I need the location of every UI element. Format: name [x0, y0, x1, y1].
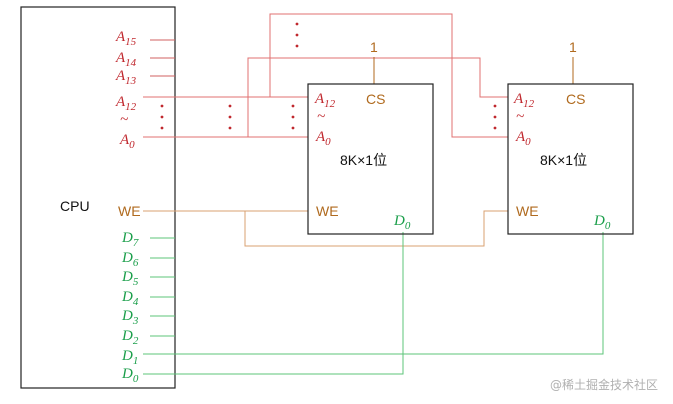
chip-1-capacity: 8K×1位: [340, 152, 387, 168]
data-bus: [143, 232, 604, 375]
cpu-pin-d6: D6: [121, 250, 139, 269]
cpu-pin-a15: A15: [115, 29, 137, 48]
cpu-pin-d4: D4: [121, 289, 139, 308]
chip-1-body: [307, 83, 434, 235]
cpu-pin-d3: D3: [121, 308, 139, 327]
chip-2-cs-value: 1: [569, 39, 577, 55]
cpu-pin-d0: D0: [121, 366, 139, 385]
cpu-label: CPU: [60, 198, 90, 214]
chip-2-we-label: WE: [516, 203, 539, 219]
cpu-pin-d2: D2: [121, 328, 139, 347]
cpu-pin-a14: A14: [115, 50, 137, 69]
chip-2-body: [507, 83, 634, 235]
chip-1-cs-value: 1: [370, 39, 378, 55]
cpu-data-stubs: [150, 237, 175, 337]
we-bus: [143, 210, 508, 247]
memory-chip-1: 1 CS A12 ~ A0 8K×1位 WE D0: [307, 39, 434, 235]
address-bus: [143, 13, 508, 138]
cpu-address-stubs: [150, 39, 175, 77]
address-ellipsis-dots: [160, 22, 497, 130]
cpu-pin-d1: D1: [121, 348, 138, 367]
cpu-pin-a0: A0: [119, 132, 135, 151]
chip-2-tilde: ~: [516, 109, 524, 125]
cpu-pin-a12: A12: [115, 94, 137, 113]
cpu-pin-we: WE: [118, 203, 141, 219]
cpu-pin-d7: D7: [121, 230, 139, 249]
chip-1-data-out: D0: [393, 213, 411, 232]
chip-2-cs-label: CS: [566, 91, 585, 107]
cs-lines: [373, 57, 574, 84]
watermark: @稀土掘金技术社区: [550, 377, 658, 392]
cpu-pin-tilde: ~: [120, 112, 128, 128]
cpu-pin-a13: A13: [115, 68, 137, 87]
chip-2-addr-high: A12: [513, 91, 535, 110]
chip-1-tilde: ~: [317, 109, 325, 125]
cpu-block: [20, 6, 176, 389]
cpu-pin-d5: D5: [121, 269, 139, 288]
chip-2-addr-low: A0: [515, 129, 531, 148]
chip-1-addr-high: A12: [314, 91, 336, 110]
memory-chip-2: 1 CS A12 ~ A0 8K×1位 WE D0: [507, 39, 634, 235]
chip-2-data-out: D0: [593, 213, 611, 232]
chip-2-capacity: 8K×1位: [540, 152, 587, 168]
chip-1-cs-label: CS: [366, 91, 385, 107]
chip-1-we-label: WE: [316, 203, 339, 219]
chip-1-addr-low: A0: [315, 129, 331, 148]
